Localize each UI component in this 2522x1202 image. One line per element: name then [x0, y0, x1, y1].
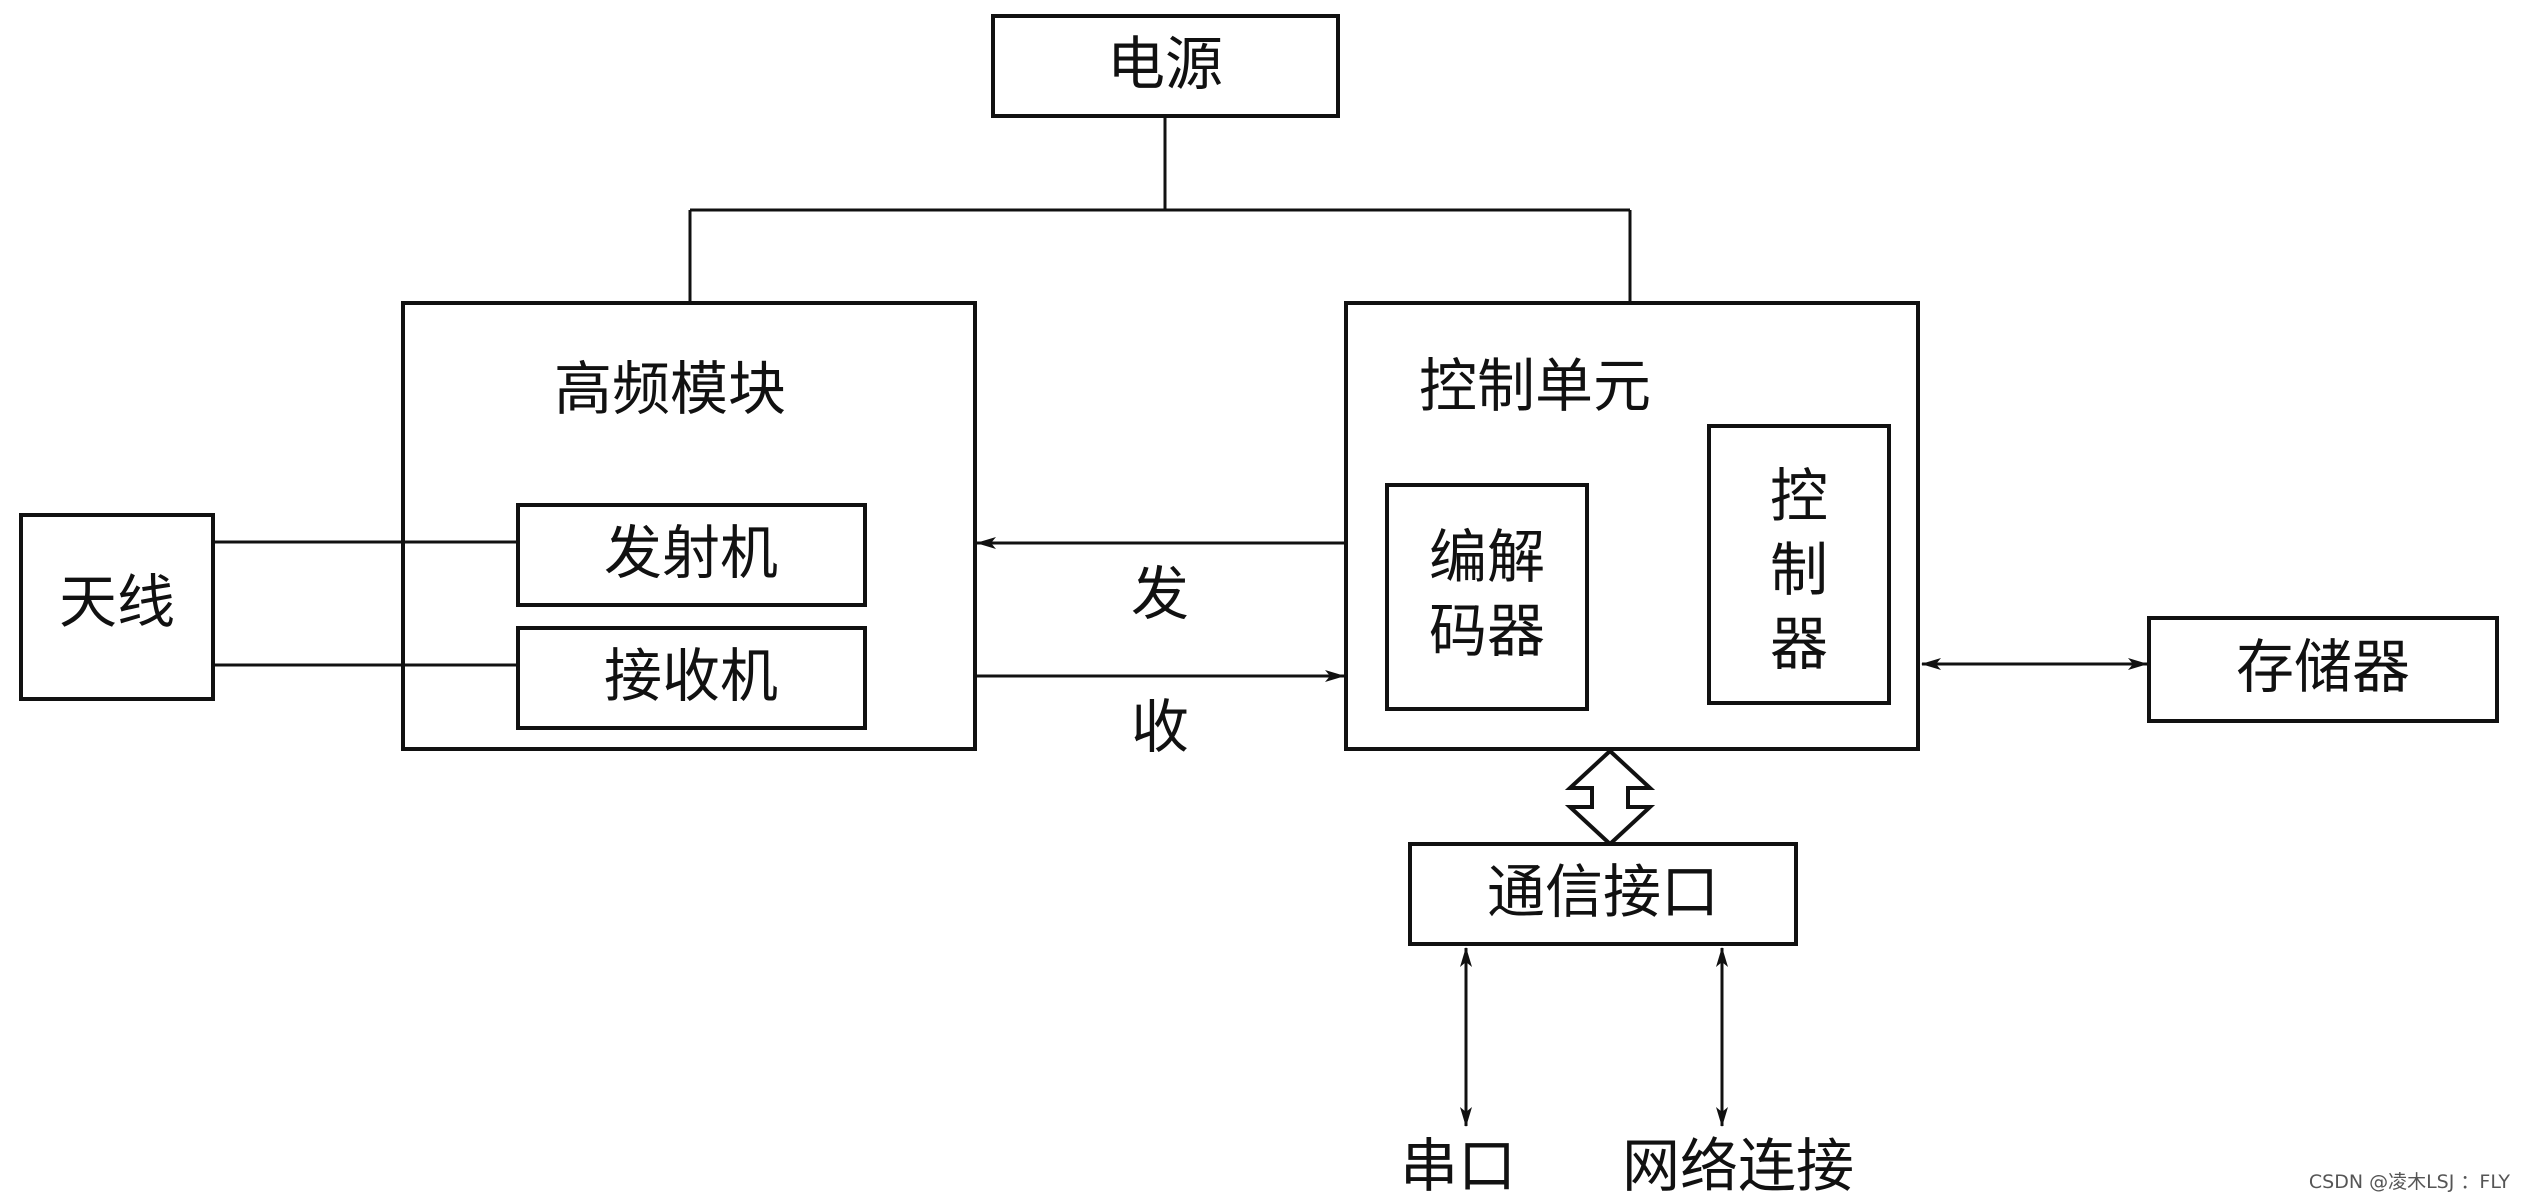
rf-module-title: 高频模块	[554, 355, 786, 423]
comm-interface-label: 通信接口	[1487, 858, 1719, 926]
power-box	[991, 14, 1340, 118]
controller-char-1: 控	[1770, 462, 1828, 530]
send-label: 发	[1131, 560, 1189, 628]
receiver-box	[516, 626, 867, 730]
receiver-label: 接收机	[604, 642, 778, 710]
codec-box	[1385, 483, 1589, 711]
control-unit-title: 控制单元	[1419, 352, 1651, 420]
codec-label-line1: 编解	[1429, 523, 1545, 591]
comm-interface-box	[1408, 842, 1798, 946]
receive-label: 收	[1131, 693, 1189, 761]
transmitter-box	[516, 503, 867, 607]
power-label: 电源	[1107, 30, 1223, 98]
antenna-box	[19, 513, 215, 701]
controller-char-2: 制	[1770, 536, 1828, 604]
network-label: 网络连接	[1622, 1132, 1854, 1200]
codec-label-line2: 码器	[1429, 597, 1545, 665]
storage-box	[2147, 616, 2499, 723]
controller-box	[1707, 424, 1891, 705]
serial-port-label: 串口	[1400, 1132, 1516, 1200]
storage-label: 存储器	[2236, 633, 2410, 701]
bus-double-arrow	[1564, 748, 1656, 847]
transmitter-label: 发射机	[604, 519, 778, 587]
watermark-text: CSDN @凌木LSJ ：FLY	[2309, 1171, 2510, 1193]
power-bus-line	[688, 116, 1632, 303]
antenna-label: 天线	[59, 568, 175, 636]
controller-char-3: 器	[1770, 610, 1828, 678]
